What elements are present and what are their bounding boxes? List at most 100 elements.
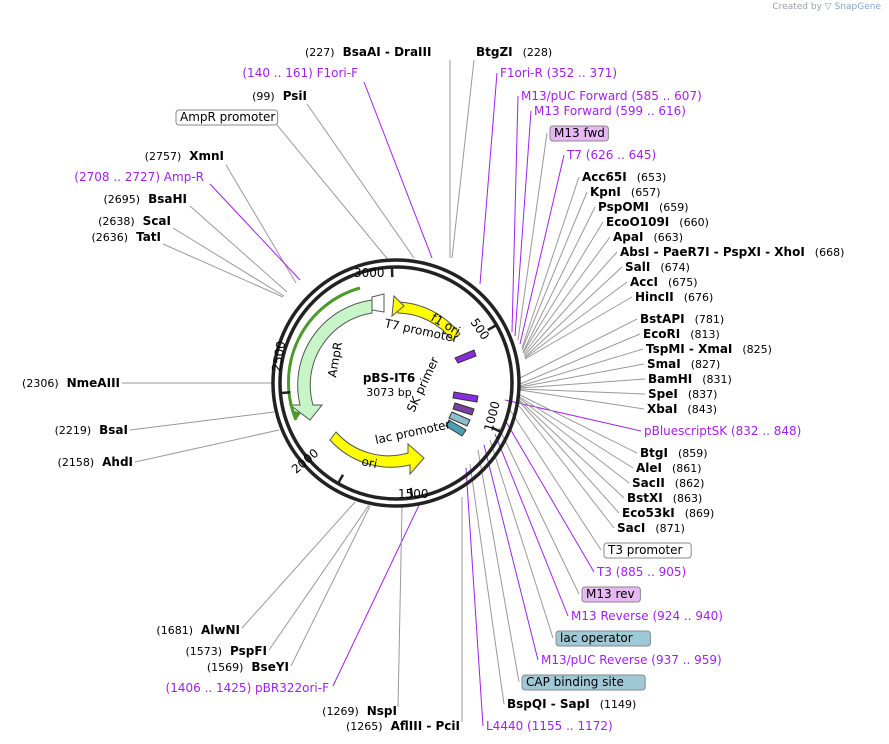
site-position: (2695) [104, 193, 141, 206]
site-name: AleI [636, 461, 662, 475]
leader-line [519, 389, 645, 410]
leader-line [162, 243, 284, 298]
primer-label-r0: F1ori-R (352 .. 371) [500, 66, 617, 80]
site-name: SalI [625, 260, 650, 274]
site-name: XmnI [189, 149, 224, 163]
f1ori-arrowhead [391, 294, 405, 318]
leader-line [515, 401, 615, 529]
leader-line [517, 396, 630, 484]
leader-line [519, 318, 638, 379]
ampr-green-arc [286, 286, 361, 421]
site-position: (863) [673, 492, 703, 505]
credit-prefix: Created by [772, 2, 822, 12]
leader-line [517, 395, 634, 469]
leader-line [479, 72, 498, 285]
leader-line [519, 388, 646, 395]
site-position: (837) [688, 388, 718, 401]
leader-line [483, 444, 539, 661]
site-name: Eco53kI [622, 506, 675, 520]
site-label-r5: Acc65I(653) [582, 170, 666, 184]
site-name: EcoO109I [606, 215, 669, 229]
label-box [603, 542, 692, 559]
site-position: (228) [523, 46, 553, 59]
site-position: (871) [655, 522, 685, 535]
site-position: (2158) [58, 456, 95, 469]
ampr-feature [288, 299, 373, 421]
leader-line [519, 154, 565, 345]
leader-line [516, 398, 620, 514]
site-position: (827) [691, 358, 721, 371]
ampr-label: AmpR [325, 341, 345, 379]
lac-operator-feature [448, 411, 471, 427]
site-label-l8: (2306)NmeAIII [22, 376, 120, 390]
site-name: EcoRI [643, 327, 680, 341]
site-position: (1573) [185, 645, 222, 658]
f1ori-feature [395, 301, 461, 341]
site-position: (2757) [145, 150, 182, 163]
site-position: (663) [653, 231, 683, 244]
tick-label: 3000 [354, 266, 385, 280]
tick-mark [491, 426, 502, 434]
site-position: (668) [815, 246, 845, 259]
site-position: (227) [305, 46, 335, 59]
label-box-text: AmpR promoter [180, 110, 275, 124]
leader-line [521, 191, 588, 351]
site-name: PsiI [283, 89, 307, 103]
primer-label-r36: L4440 (1155 .. 1172) [486, 719, 613, 733]
feature-box-ampr-promoter: AmpR promoter [175, 109, 279, 126]
feature-box-30: M13 rev [581, 586, 641, 603]
leader-line [519, 333, 641, 385]
site-label-r15: EcoRI(813) [643, 327, 720, 341]
site-name: BsaAI - DraIII [343, 45, 432, 59]
primer-label-r4: T7 (626 .. 645) [566, 148, 656, 162]
backbone-inner-ring [278, 265, 514, 501]
leader-line [519, 348, 644, 387]
site-position: (861) [672, 462, 702, 475]
site-position: (869) [685, 507, 715, 520]
primer-label-l0: (140 .. 161) F1ori-F [242, 66, 358, 80]
leader-line [489, 439, 554, 639]
site-label-l6: (2638)ScaI [98, 214, 171, 228]
tick-label: 1000 [481, 400, 502, 433]
feature-box-3: M13 fwd [549, 125, 609, 142]
leader-line [498, 427, 580, 595]
site-name: HincII [635, 290, 674, 304]
ori-feature [329, 431, 425, 476]
site-label-l15: (1269)NspI [322, 704, 397, 718]
site-position: (674) [660, 261, 690, 274]
leader-line [332, 502, 421, 687]
site-label-r9: ApaI (663) [613, 230, 683, 244]
tick-label: 1500 [398, 487, 429, 501]
lac-promoter-label: lac promoter [374, 417, 452, 447]
label-box [521, 674, 646, 691]
site-position: (99) [252, 90, 275, 103]
site-name: ApaI [613, 230, 643, 244]
primer-label-r2: M13 Forward (599 .. 616) [534, 104, 686, 118]
site-name: BseYI [251, 660, 289, 674]
site-position: (676) [684, 291, 714, 304]
leader-line [523, 236, 611, 355]
primer-label-r1: M13/pUC Forward (585 .. 607) [521, 89, 702, 103]
leader-line [509, 409, 602, 551]
leader-line [524, 281, 628, 359]
site-name: AccI [630, 275, 658, 289]
label-box-text: T3 promoter [607, 543, 683, 557]
label-box [581, 586, 641, 603]
site-label-r13: HincII (676) [635, 290, 713, 304]
leader-line [129, 411, 275, 431]
leader-line [172, 227, 285, 297]
label-box-text: M13 fwd [554, 126, 605, 140]
tick-label: 2500 [269, 340, 288, 373]
site-name: KpnI [590, 185, 621, 199]
tick-mark [280, 390, 291, 395]
primer-label-r33: M13/pUC Reverse (937 .. 959) [541, 653, 722, 667]
site-name: NspI [367, 704, 397, 718]
feature-box-32: lac operator [555, 630, 651, 647]
leader-line [469, 463, 505, 705]
leader-line [524, 296, 633, 360]
site-label-l5: (2695)BsaHI [104, 192, 187, 206]
site-label-r12: AccI(675) [630, 275, 698, 289]
site-label-l11: (1681)AlwNI [156, 623, 240, 637]
